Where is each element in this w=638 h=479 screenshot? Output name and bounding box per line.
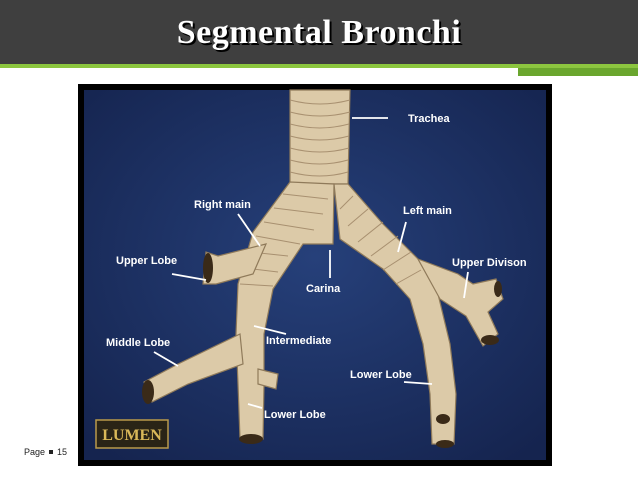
page-label: Page xyxy=(24,447,45,457)
label-right-main: Right main xyxy=(194,199,251,211)
label-left-main: Left main xyxy=(403,205,452,217)
label-trachea: Trachea xyxy=(408,113,450,125)
bronchi-figure: Trachea Right main Left main Upper Lobe … xyxy=(78,84,552,466)
lumen-logo-text: LUMEN xyxy=(102,427,162,444)
lumen-logo: LUMEN xyxy=(96,420,168,448)
page-number: 15 xyxy=(57,447,67,457)
label-upper-division: Upper Divison xyxy=(452,257,527,269)
label-intermediate: Intermediate xyxy=(266,335,331,347)
trachea-tube xyxy=(290,90,350,184)
label-carina: Carina xyxy=(306,283,341,295)
page-separator xyxy=(49,450,53,454)
label-lower-lobe-left: Lower Lobe xyxy=(350,369,412,381)
slide-title: Segmental Bronchi xyxy=(0,14,638,52)
bronchial-tree-illustration: Trachea Right main Left main Upper Lobe … xyxy=(78,84,552,466)
header-accent-block xyxy=(518,68,638,76)
page-footer: Page 15 xyxy=(24,447,67,457)
label-middle-lobe: Middle Lobe xyxy=(106,337,170,349)
label-lower-lobe-right: Lower Lobe xyxy=(264,409,326,421)
label-upper-lobe: Upper Lobe xyxy=(116,255,177,267)
lower-lobe-right-opening xyxy=(239,434,263,444)
